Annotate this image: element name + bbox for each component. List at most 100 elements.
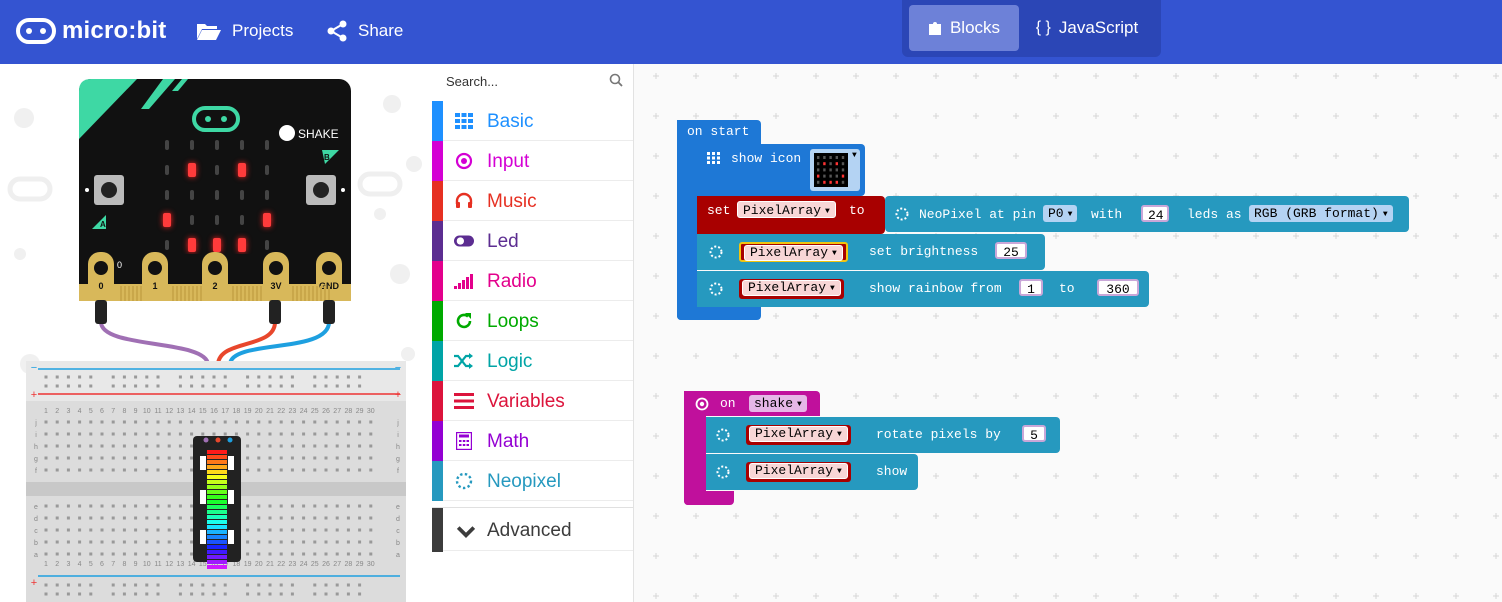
breadboard-hole — [313, 384, 317, 388]
rotate-target-variable[interactable]: PixelArray▼ — [746, 425, 851, 445]
gesture-dropdown[interactable]: shake▼ — [749, 395, 807, 412]
breadboard-col-label: 9 — [134, 408, 138, 415]
board-logo-icon — [192, 106, 240, 132]
set-brightness-block[interactable]: PixelArray▼ set brightness 25 — [697, 234, 1045, 270]
show-rainbow-block[interactable]: PixelArray▼ show rainbow from 1 to 360 — [697, 271, 1149, 307]
search-icon[interactable] — [609, 73, 623, 87]
grid-mark — [973, 473, 979, 479]
grid-mark — [773, 73, 779, 79]
button-a-label: A — [100, 220, 106, 229]
breadboard-hole — [190, 592, 194, 596]
category-label: Music — [487, 191, 537, 212]
share-button[interactable]: Share — [326, 14, 403, 48]
category-variables[interactable]: Variables — [432, 381, 633, 421]
category-led[interactable]: Led — [432, 221, 633, 261]
brightness-input[interactable]: 25 — [995, 242, 1027, 260]
pin-pad[interactable] — [263, 252, 289, 301]
breadboard-col-label: 20 — [255, 561, 263, 568]
breadboard-hole — [44, 444, 48, 448]
breadboard-hole — [122, 468, 126, 472]
breadboard-hole — [279, 456, 283, 460]
breadboard-hole — [223, 420, 227, 424]
led-count-input[interactable]: 24 — [1141, 205, 1169, 223]
grid-mark — [653, 233, 659, 239]
pin-dropdown[interactable]: P0▼ — [1043, 205, 1078, 222]
brand-logo[interactable]: micro:bit — [16, 14, 166, 48]
pin-pad[interactable] — [142, 252, 168, 301]
grid-mark — [893, 313, 899, 319]
grid-mark — [1453, 433, 1459, 439]
grid-mark — [1413, 193, 1419, 199]
category-advanced[interactable]: Advanced — [432, 507, 633, 552]
strip-show-block[interactable]: PixelArray▼ show — [706, 454, 918, 490]
breadboard-hole — [78, 432, 82, 436]
microbit-board[interactable]: SHAKE A B 0123VGND 0 — [79, 79, 351, 301]
icon-picker[interactable]: ▼ — [810, 149, 860, 191]
breadboard-hole — [178, 384, 182, 388]
grid-mark — [933, 113, 939, 119]
projects-button[interactable]: Projects — [196, 14, 293, 48]
category-basic[interactable]: Basic — [432, 101, 633, 141]
format-dropdown[interactable]: RGB (GRB format)▼ — [1249, 205, 1393, 222]
neopixel-create-block[interactable]: NeoPixel at pin P0▼ with 24 leds as RGB … — [885, 196, 1409, 232]
edge-strip — [124, 286, 126, 301]
category-radio[interactable]: Radio — [432, 261, 633, 301]
category-input[interactable]: Input — [432, 141, 633, 181]
rainbow-from-input[interactable]: 1 — [1019, 279, 1043, 297]
variable-dropdown[interactable]: PixelArray▼ — [737, 201, 836, 218]
icon-pixel — [823, 162, 826, 166]
tab-javascript[interactable]: { } JavaScript — [1019, 5, 1155, 51]
rotate-pixels-block[interactable]: PixelArray▼ rotate pixels by 5 — [706, 417, 1060, 453]
grid-mark — [1093, 473, 1099, 479]
show-rainbow-label: show rainbow from — [869, 281, 1002, 296]
grid-mark — [1013, 393, 1019, 399]
with-keyword: with — [1091, 207, 1123, 222]
set-variable-block[interactable]: set PixelArray▼ to — [697, 196, 885, 234]
shake-icon[interactable] — [279, 125, 295, 141]
grid-mark — [1493, 233, 1499, 239]
category-logic[interactable]: Logic — [432, 341, 633, 381]
pin-pad[interactable] — [88, 252, 114, 301]
breadboard-hole — [55, 592, 59, 596]
breadboard-hole — [324, 504, 328, 508]
rainbow-target-variable[interactable]: PixelArray▼ — [739, 279, 844, 299]
tab-blocks[interactable]: Blocks — [909, 5, 1019, 51]
rotate-amount-input[interactable]: 5 — [1022, 425, 1046, 443]
grid-mark — [733, 513, 739, 519]
breadboard-hole — [134, 583, 138, 587]
category-neopixel[interactable]: Neopixel — [432, 461, 633, 501]
on-start-block[interactable]: on start — [677, 120, 761, 320]
breadboard-hole — [290, 516, 294, 520]
show-icon-block[interactable]: show icon ▼ — [697, 144, 865, 196]
category-math[interactable]: Math — [432, 421, 633, 461]
breadboard-hole — [167, 468, 171, 472]
led — [190, 140, 194, 150]
breadboard-hole — [302, 468, 306, 472]
grid-mark — [933, 73, 939, 79]
grid-mark — [1013, 353, 1019, 359]
pin-pad[interactable] — [202, 252, 228, 301]
rainbow-to-input[interactable]: 360 — [1097, 279, 1139, 297]
breadboard-hole — [190, 583, 194, 587]
icon-pixel — [817, 156, 820, 159]
breadboard-hole — [268, 592, 272, 596]
breadboard-col-label: 13 — [177, 561, 185, 568]
search-input[interactable] — [432, 64, 633, 98]
breadboard-hole — [178, 420, 182, 424]
calculator-icon — [454, 432, 474, 450]
breadboard-hole — [145, 432, 149, 436]
grid-mark — [1253, 73, 1259, 79]
grid-mark — [933, 473, 939, 479]
category-loops[interactable]: Loops — [432, 301, 633, 341]
category-music[interactable]: Music — [432, 181, 633, 221]
breadboard-hole — [66, 592, 70, 596]
breadboard-col-label: 28 — [345, 561, 353, 568]
breadboard-hole — [111, 504, 115, 508]
brightness-target-variable[interactable]: PixelArray▼ — [739, 242, 848, 262]
pin-pad[interactable] — [316, 252, 342, 301]
breadboard-hole — [134, 528, 138, 532]
neopixel-led — [207, 470, 227, 474]
on-shake-block[interactable]: on shake▼ — [684, 391, 820, 505]
breadboard-hole — [55, 384, 59, 388]
show-target-variable[interactable]: PixelArray▼ — [746, 462, 851, 482]
